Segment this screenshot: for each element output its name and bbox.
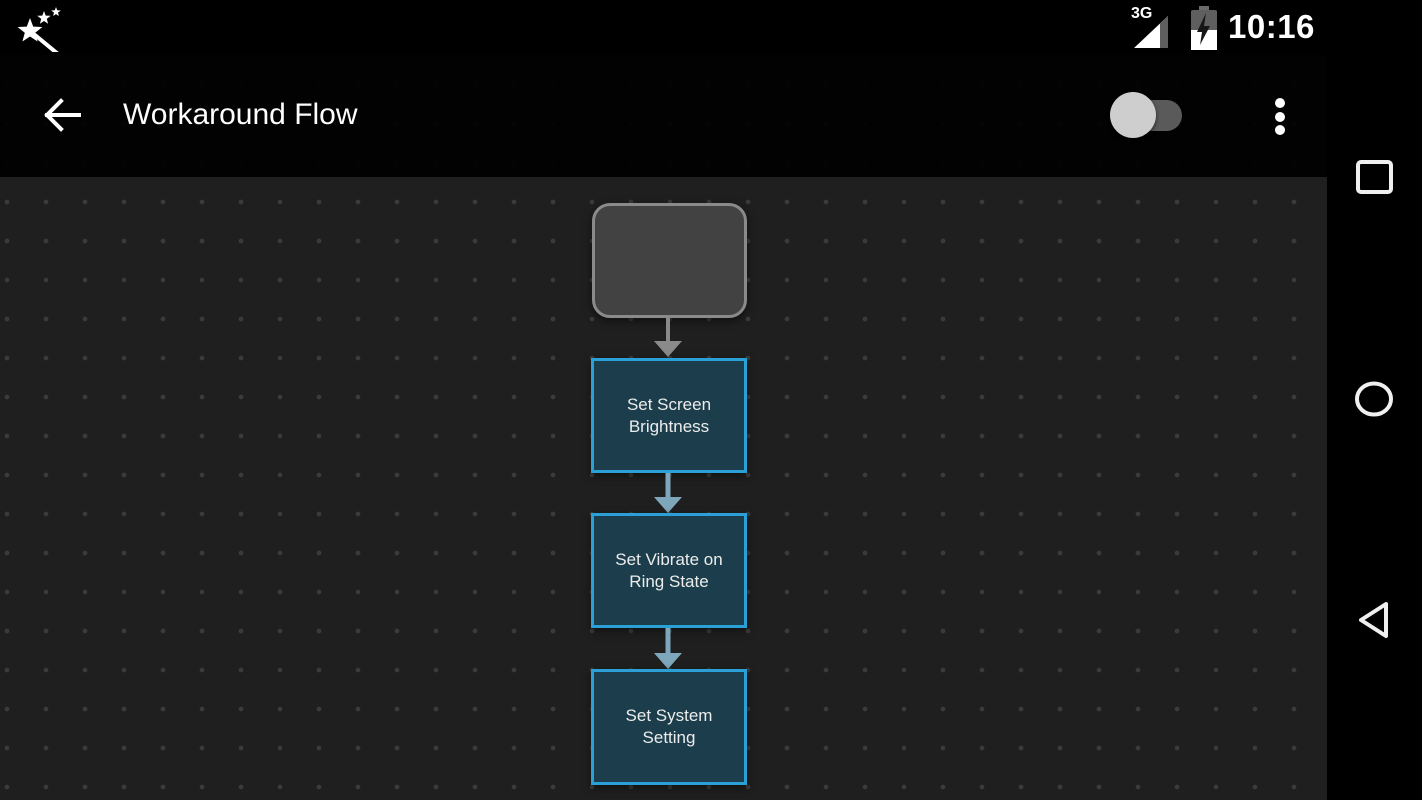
overflow-dot	[1275, 111, 1285, 122]
flow-arrow-down	[654, 318, 682, 357]
flow-arrow-down	[654, 473, 682, 513]
back-button[interactable]	[1354, 601, 1394, 641]
node-label-line: Set Screen	[626, 394, 712, 414]
battery-charging-icon	[1191, 6, 1217, 50]
android-nav-bar	[1327, 0, 1422, 800]
home-button[interactable]	[1354, 380, 1394, 420]
flow-enabled-toggle[interactable]	[1108, 90, 1186, 142]
magic-wand-notification-icon	[17, 7, 61, 52]
node-label-line: Brightness	[628, 416, 710, 436]
toggle-thumb	[1110, 92, 1156, 138]
flow-node-set-system-setting[interactable]: Set System Setting	[591, 669, 747, 785]
flow-node-set-vibrate-on-ring-state[interactable]: Set Vibrate on Ring State	[591, 513, 747, 628]
node-label-line: Ring State	[629, 571, 709, 591]
app-toolbar: Workaround Flow	[0, 55, 1327, 177]
back-arrow-button[interactable]	[42, 97, 82, 133]
network-type-label: 3G	[1131, 5, 1153, 22]
node-label-line: Set Vibrate on	[615, 549, 723, 569]
flow-node-set-screen-brightness[interactable]: Set Screen Brightness	[591, 358, 747, 473]
flow-canvas[interactable]: Workaround Flow Set Screen Brightness	[0, 55, 1327, 800]
flow-arrow-down	[654, 628, 682, 669]
clock: 10:16	[1228, 8, 1315, 45]
overflow-dot	[1275, 98, 1285, 108]
flow-node-trigger[interactable]	[592, 203, 747, 318]
page-title: Workaround Flow	[123, 98, 358, 131]
overflow-menu-button[interactable]	[1266, 93, 1296, 143]
status-bar: 3G 10:16	[0, 0, 1422, 55]
overflow-dot	[1275, 125, 1285, 135]
node-label-line: Setting	[642, 728, 696, 747]
cellular-signal-icon	[1134, 16, 1168, 48]
recents-button[interactable]	[1354, 158, 1394, 198]
node-label-line: Set System	[625, 706, 713, 725]
